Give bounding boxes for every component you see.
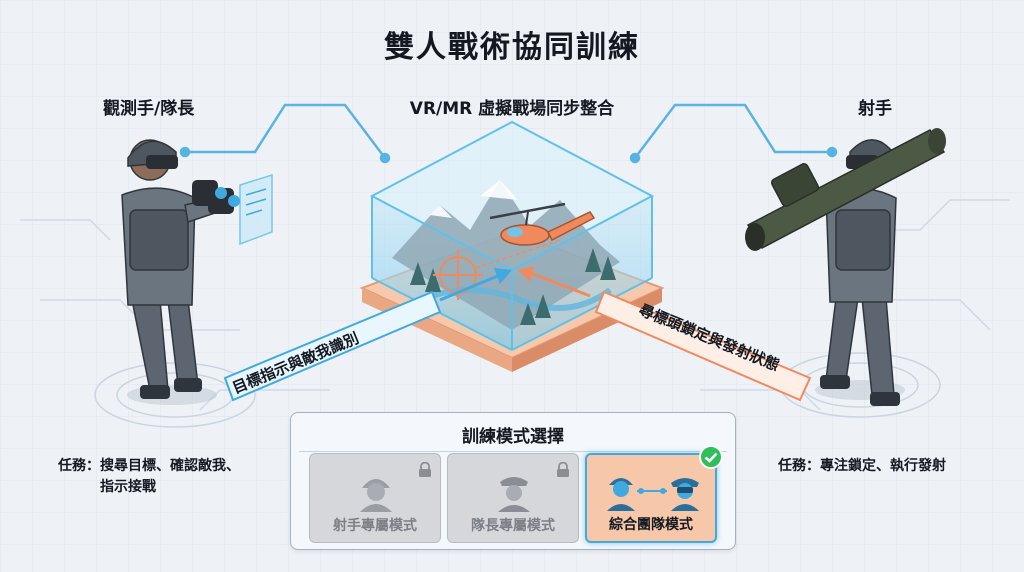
left-beam-banner: [223, 268, 512, 402]
lock-icon: [557, 462, 569, 477]
holo-cube: [369, 120, 655, 351]
mode-label-gunner: 射手專屬模式: [333, 518, 417, 534]
panel-divider: [299, 451, 727, 452]
lock-icon: [419, 462, 431, 477]
helicopter-icon: [489, 202, 596, 246]
right-connector-line: [629, 103, 838, 164]
right-task: 任務：專注鎖定、執行發射: [778, 458, 946, 474]
left-role-label: 觀測手/隊長: [103, 99, 195, 119]
lock-line: [475, 239, 561, 269]
left-task-line-2: 指示接戰: [100, 479, 156, 495]
page-title: 雙人戰術協同訓練: [384, 30, 640, 65]
missile-launcher-icon: [745, 128, 946, 251]
right-role-label: 射手: [858, 99, 892, 119]
check-icon: [699, 445, 723, 469]
mode-card-gunner[interactable]: 射手專屬模式: [309, 453, 441, 543]
mode-card-leader[interactable]: 隊長專屬模式: [447, 453, 579, 543]
soldier-helmet-icon: [360, 479, 392, 512]
mode-label-leader: 隊長專屬模式: [471, 518, 555, 534]
holo-screen-left: [239, 173, 273, 246]
gunner-soldier-figure: [745, 128, 946, 406]
center-label: VR/MR 虛擬戰場同步整合: [409, 99, 615, 119]
left-connector-line: [179, 103, 391, 164]
training-mode-panel: 訓練模式選擇 射手專屬模式 隊長專屬模式: [290, 412, 736, 550]
right-beam-banner: [518, 266, 812, 402]
left-task: 任務：搜尋目標、確認敵我、 指示接戰: [58, 456, 240, 498]
spotter-soldier-figure: [121, 139, 240, 405]
panel-title: 訓練模式選擇: [462, 427, 564, 447]
mode-card-team[interactable]: 綜合團隊模式: [585, 445, 723, 543]
mode-label-team: 綜合團隊模式: [609, 517, 693, 533]
officer-cap-icon: [498, 477, 530, 512]
team-link-icon: [607, 478, 699, 511]
left-task-line-1: 任務：搜尋目標、確認敵我、: [58, 458, 240, 474]
